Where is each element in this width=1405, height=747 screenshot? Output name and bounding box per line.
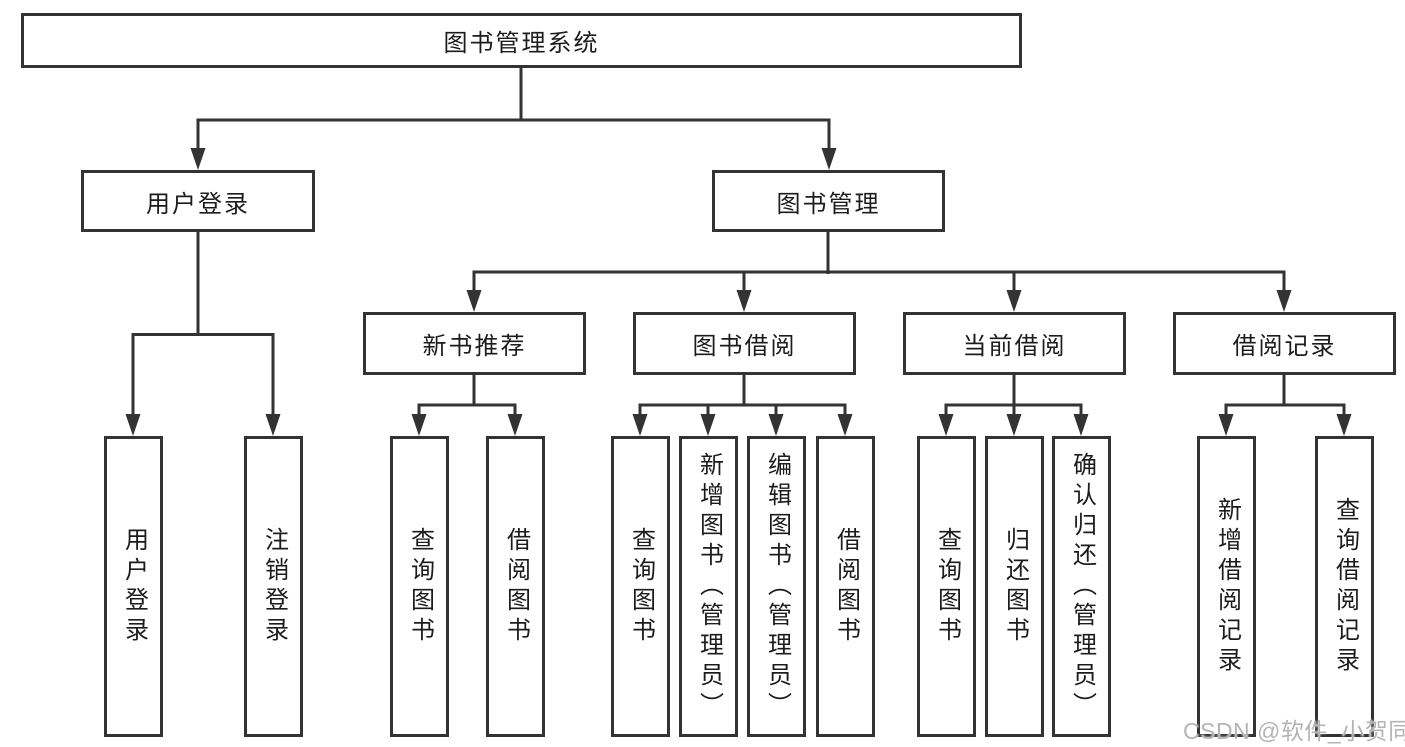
node-label: 注销登录 xyxy=(260,526,288,647)
leaf-edit-books-admin: 编辑图书（管理员） xyxy=(747,436,806,737)
node-library-management-system: 图书管理系统 xyxy=(21,13,1022,68)
node-current-borrowing: 当前借阅 xyxy=(903,312,1126,375)
leaf-return-books: 归还图书 xyxy=(985,436,1044,737)
node-label: 用户登录 xyxy=(146,190,250,218)
node-label: 借阅记录 xyxy=(1232,333,1337,360)
node-book-borrowing: 图书借阅 xyxy=(633,312,856,375)
node-label: 查询图书 xyxy=(406,526,434,647)
node-label: 当前借阅 xyxy=(962,333,1067,360)
leaf-confirm-return-admin: 确认归还（管理员） xyxy=(1052,436,1111,737)
node-label: 归还图书 xyxy=(1001,526,1029,647)
node-user-login-branch: 用户登录 xyxy=(81,170,315,232)
node-label: 查询借阅记录 xyxy=(1331,496,1359,677)
leaf-query-borrow-record: 查询借阅记录 xyxy=(1315,436,1374,737)
node-label: 借阅图书 xyxy=(832,526,860,647)
node-book-management-branch: 图书管理 xyxy=(712,170,945,232)
node-borrowing-records: 借阅记录 xyxy=(1173,312,1396,375)
leaf-query-books-borrow: 查询图书 xyxy=(611,436,670,737)
leaf-query-books-recommend: 查询图书 xyxy=(390,436,449,737)
node-label: 图书管理 xyxy=(776,190,881,218)
csdn-watermark: CSDN @软件_小贺同学 xyxy=(1183,718,1405,744)
node-label: 借阅图书 xyxy=(502,526,530,647)
node-label: 查询图书 xyxy=(627,526,655,647)
leaf-user-login: 用户登录 xyxy=(104,436,163,737)
node-label: 图书借阅 xyxy=(692,333,797,360)
node-label: 新书推荐 xyxy=(422,333,527,360)
node-label: 图书管理系统 xyxy=(443,30,600,57)
node-new-book-recommendation: 新书推荐 xyxy=(363,312,586,375)
leaf-add-borrow-record: 新增借阅记录 xyxy=(1197,436,1256,737)
leaf-add-books-admin: 新增图书（管理员） xyxy=(679,436,738,737)
node-label: 新增借阅记录 xyxy=(1213,496,1241,677)
leaf-borrow-books: 借阅图书 xyxy=(816,436,875,737)
leaf-logout: 注销登录 xyxy=(244,436,303,737)
leaf-borrow-books-recommend: 借阅图书 xyxy=(486,436,545,737)
node-label: 用户登录 xyxy=(120,526,148,647)
node-label: 新增图书（管理员） xyxy=(695,451,723,722)
leaf-query-books-current: 查询图书 xyxy=(917,436,976,737)
node-label: 编辑图书（管理员） xyxy=(763,451,791,722)
node-label: 查询图书 xyxy=(933,526,961,647)
node-label: 确认归还（管理员） xyxy=(1068,451,1096,722)
